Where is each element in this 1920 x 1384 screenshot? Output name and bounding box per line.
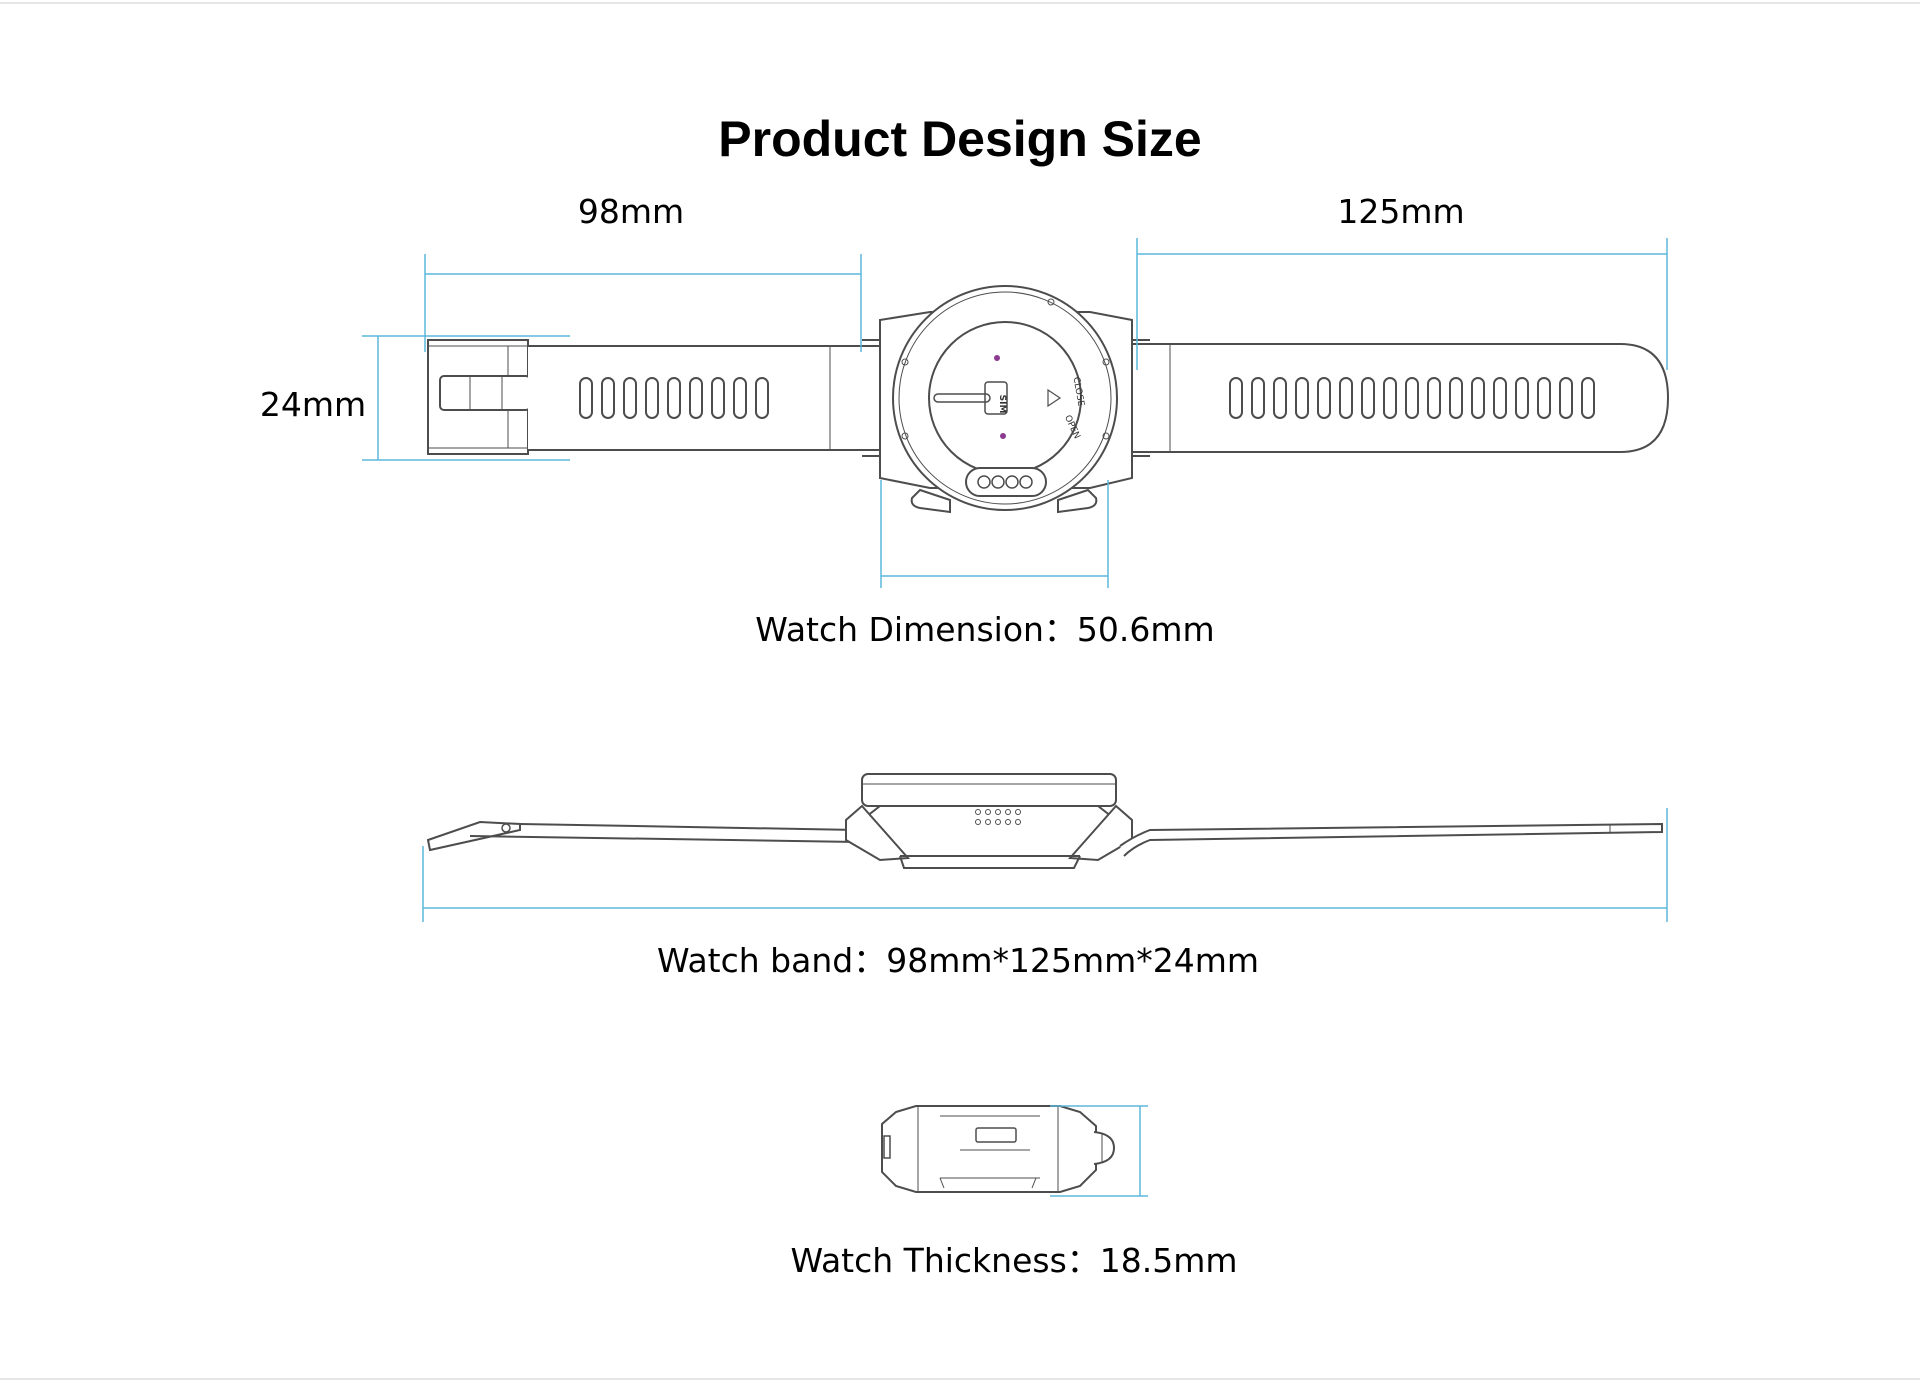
watch-top-view: SIM CLOSE OPEN xyxy=(427,285,1670,514)
page-title: Product Design Size xyxy=(718,111,1201,167)
left-strap-holes xyxy=(579,377,769,419)
strap-width-label: 24mm xyxy=(260,385,366,424)
strap-long-length-label: 125mm xyxy=(1337,192,1464,231)
top-divider xyxy=(0,2,1920,4)
watch-side-view xyxy=(426,773,1663,869)
sim-label: SIM xyxy=(997,395,1007,414)
left-strap xyxy=(427,339,881,455)
right-strap-holes xyxy=(1229,377,1595,419)
watch-case-back xyxy=(862,285,1150,514)
top-view-dimension-lines xyxy=(362,238,1668,588)
bottom-divider xyxy=(0,1378,1920,1380)
strap-short-length-label: 98mm xyxy=(578,192,684,231)
side-view-dimension-lines xyxy=(422,808,1668,922)
watch-thickness-view xyxy=(881,1105,1116,1193)
watch-band-caption: Watch band：98mm*125mm*24mm xyxy=(657,941,1259,980)
side-charging-dots xyxy=(975,809,1021,825)
thickness-dimension-lines xyxy=(1050,1105,1148,1197)
watch-thickness-caption: Watch Thickness：18.5mm xyxy=(790,1241,1237,1280)
right-strap xyxy=(1119,343,1670,453)
watch-dimension-caption: Watch Dimension：50.6mm xyxy=(755,610,1214,649)
